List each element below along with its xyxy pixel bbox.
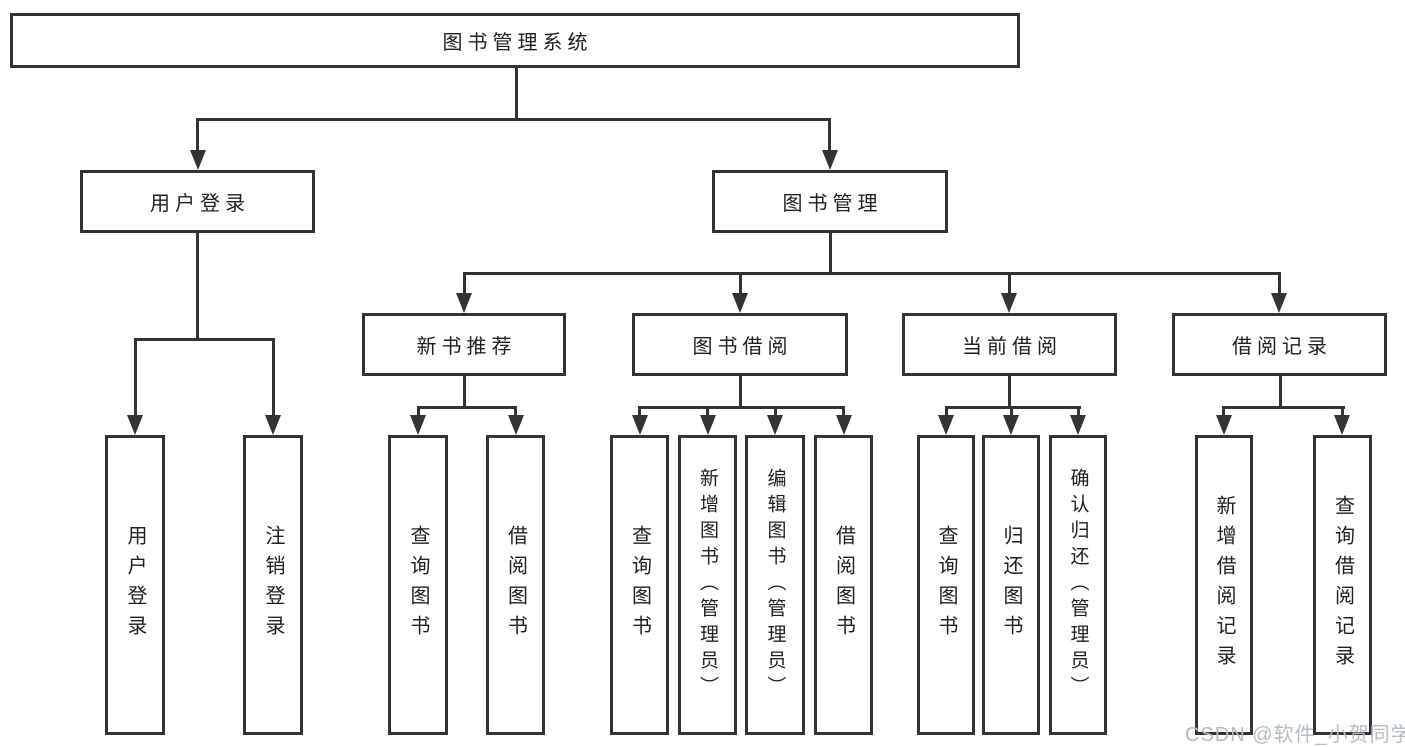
connector-line bbox=[1010, 406, 1013, 418]
csdn-watermark: CSDN @软件_小贺同学 bbox=[1185, 724, 1405, 746]
leaf-logout-label: 注销登录 bbox=[262, 525, 284, 645]
node-current-borrowing-label: 当前借阅 bbox=[962, 336, 1062, 358]
node-new-book-recommendation: 新书推荐 bbox=[362, 313, 566, 376]
leaf-br-query-record-label: 查询借阅记录 bbox=[1331, 495, 1354, 675]
leaf-cb-query-books: 查询图书 bbox=[917, 435, 975, 735]
connector-line bbox=[706, 406, 709, 418]
node-book-management-label: 图书管理 bbox=[782, 193, 883, 215]
arrowhead-icon bbox=[127, 415, 143, 435]
leaf-bb-borrow-books-label: 借阅图书 bbox=[832, 525, 855, 645]
arrowhead-icon bbox=[1003, 415, 1019, 435]
node-current-borrowing: 当前借阅 bbox=[902, 313, 1117, 376]
connector-line bbox=[638, 406, 641, 418]
connector-line bbox=[515, 68, 518, 118]
leaf-br-add-record: 新增借阅记录 bbox=[1195, 435, 1253, 735]
connector-line bbox=[774, 406, 777, 418]
leaf-cb-return-books-label: 归还图书 bbox=[1000, 525, 1022, 645]
connector-line bbox=[464, 272, 1280, 275]
arrowhead-icon bbox=[456, 293, 472, 313]
connector-line bbox=[828, 118, 831, 152]
connector-line bbox=[829, 233, 832, 272]
arrowhead-icon bbox=[836, 415, 852, 435]
arrowhead-icon bbox=[190, 150, 206, 170]
connector-line bbox=[639, 406, 844, 409]
leaf-bb-edit-books-admin-label: 编辑图书（管理员） bbox=[764, 468, 786, 702]
node-library-management-system: 图书管理系统 bbox=[10, 13, 1020, 68]
leaf-bb-query-books-label: 查询图书 bbox=[628, 525, 651, 645]
connector-line bbox=[1278, 272, 1281, 296]
arrowhead-icon bbox=[1334, 415, 1350, 435]
arrowhead-icon bbox=[508, 415, 524, 435]
connector-line bbox=[1341, 406, 1344, 418]
connector-line bbox=[417, 406, 420, 418]
connector-line bbox=[739, 272, 742, 296]
node-user-login-label: 用户登录 bbox=[150, 193, 250, 215]
node-user-login: 用户登录 bbox=[80, 170, 315, 233]
connector-line bbox=[1223, 406, 1345, 409]
connector-line bbox=[197, 118, 831, 121]
connector-line bbox=[1008, 376, 1011, 406]
leaf-bb-query-books: 查询图书 bbox=[610, 435, 669, 735]
connector-line bbox=[134, 338, 274, 341]
leaf-cb-confirm-return-admin: 确认归还（管理员） bbox=[1049, 435, 1107, 735]
connector-line bbox=[134, 338, 137, 418]
connector-line bbox=[1077, 406, 1080, 418]
node-book-management: 图书管理 bbox=[712, 170, 948, 233]
leaf-cb-confirm-return-admin-label: 确认归还（管理员） bbox=[1067, 468, 1089, 702]
leaf-rec-borrow-books: 借阅图书 bbox=[486, 435, 545, 735]
arrowhead-icon bbox=[700, 415, 716, 435]
node-borrowing-records: 借阅记录 bbox=[1172, 313, 1387, 376]
node-borrowing-records-label: 借阅记录 bbox=[1232, 336, 1332, 358]
arrowhead-icon bbox=[1001, 293, 1017, 313]
connector-line bbox=[1008, 272, 1011, 296]
connector-line bbox=[945, 406, 1081, 409]
connector-line bbox=[739, 376, 742, 406]
leaf-cb-return-books: 归还图书 bbox=[982, 435, 1040, 735]
connector-line bbox=[463, 272, 466, 296]
leaf-bb-add-books-admin-label: 新增图书（管理员） bbox=[697, 468, 718, 702]
arrowhead-icon bbox=[767, 415, 783, 435]
leaf-br-query-record: 查询借阅记录 bbox=[1313, 435, 1372, 735]
arrowhead-icon bbox=[1070, 415, 1086, 435]
arrowhead-icon bbox=[265, 415, 281, 435]
connector-line bbox=[514, 406, 517, 418]
connector-line bbox=[418, 406, 516, 409]
node-book-borrowing-label: 图书借阅 bbox=[692, 336, 793, 358]
leaf-bb-edit-books-admin: 编辑图书（管理员） bbox=[745, 435, 805, 735]
leaf-cb-query-books-label: 查询图书 bbox=[935, 525, 957, 645]
arrowhead-icon bbox=[632, 415, 648, 435]
leaf-user-login: 用户登录 bbox=[105, 435, 165, 735]
connector-line bbox=[842, 406, 845, 418]
leaf-logout: 注销登录 bbox=[243, 435, 303, 735]
connector-line bbox=[463, 376, 466, 406]
connector-line bbox=[272, 338, 275, 418]
leaf-rec-borrow-books-label: 借阅图书 bbox=[504, 525, 527, 645]
arrowhead-icon bbox=[938, 415, 954, 435]
leaf-br-add-record-label: 新增借阅记录 bbox=[1213, 495, 1235, 675]
connector-line bbox=[1222, 406, 1225, 418]
connector-line bbox=[945, 406, 948, 418]
arrowhead-icon bbox=[410, 415, 426, 435]
node-library-management-system-label: 图书管理系统 bbox=[442, 32, 593, 54]
arrowhead-icon bbox=[1271, 293, 1287, 313]
leaf-rec-query-books: 查询图书 bbox=[388, 435, 448, 735]
leaf-bb-add-books-admin: 新增图书（管理员） bbox=[678, 435, 737, 735]
connector-line bbox=[196, 233, 199, 338]
leaf-rec-query-books-label: 查询图书 bbox=[407, 525, 429, 645]
leaf-user-login-label: 用户登录 bbox=[124, 525, 146, 645]
arrowhead-icon bbox=[822, 150, 838, 170]
connector-line bbox=[196, 118, 199, 152]
connector-line bbox=[1279, 376, 1282, 406]
node-book-borrowing: 图书借阅 bbox=[632, 313, 848, 376]
node-new-book-recommendation-label: 新书推荐 bbox=[416, 336, 517, 358]
arrowhead-icon bbox=[1216, 415, 1232, 435]
arrowhead-icon bbox=[732, 293, 748, 313]
leaf-bb-borrow-books: 借阅图书 bbox=[814, 435, 873, 735]
